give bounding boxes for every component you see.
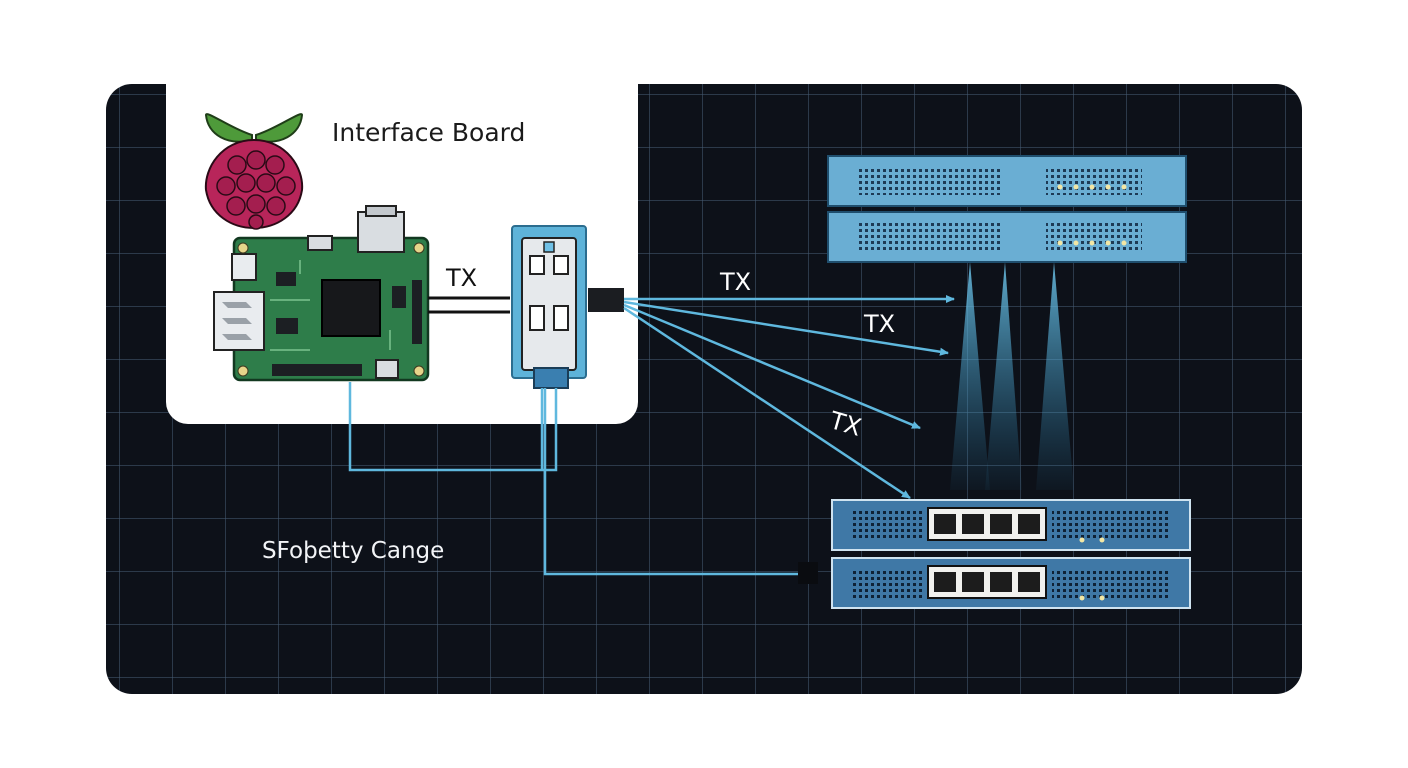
tx-label-1: TX bbox=[720, 268, 752, 296]
tx-arrow-4 bbox=[623, 306, 911, 500]
tx-label-2: TX bbox=[864, 310, 896, 338]
raspberry-pi-logo-icon bbox=[204, 113, 304, 230]
sfp-transceiver-icon bbox=[511, 225, 624, 389]
tx-label-board: TX bbox=[446, 264, 478, 292]
tx-arrow-2 bbox=[623, 300, 949, 356]
footer-label: SFoþetty Cange bbox=[262, 538, 445, 564]
rack-server-icon bbox=[827, 155, 1187, 263]
circuit-board-icon bbox=[213, 205, 430, 382]
board-title: Interface Board bbox=[332, 118, 526, 147]
network-switch-icon bbox=[831, 499, 1191, 609]
light-beams bbox=[950, 262, 1074, 490]
tx-arrow-3 bbox=[623, 303, 921, 430]
